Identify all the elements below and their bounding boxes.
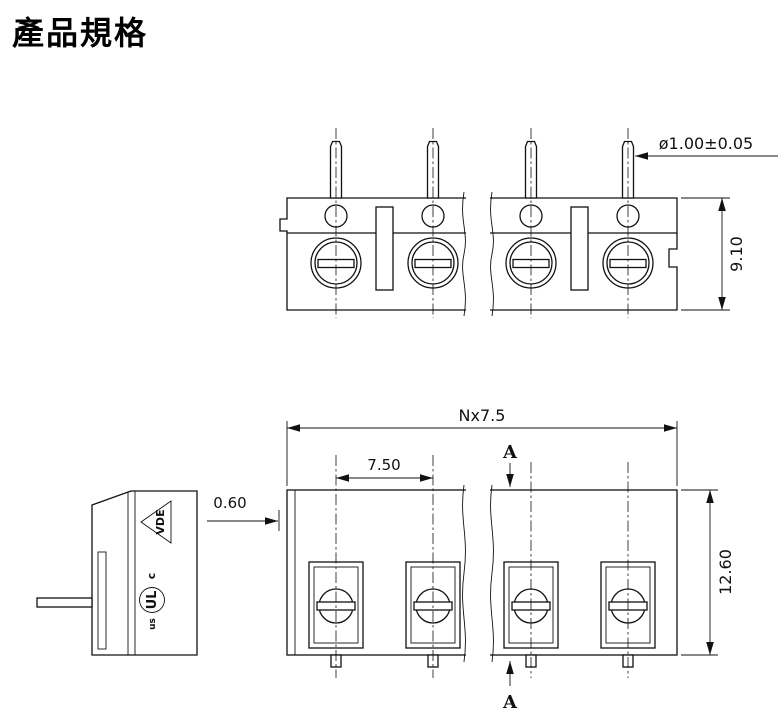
break-line bbox=[462, 191, 466, 317]
top-view bbox=[279, 128, 678, 318]
side-slot bbox=[97, 551, 107, 650]
dim-total-width: Nx7.5 bbox=[286, 406, 678, 486]
vde-triangle bbox=[140, 500, 172, 544]
vde-logo: VDE bbox=[140, 500, 172, 544]
page-title: 產品規格 bbox=[12, 14, 149, 52]
break-line bbox=[462, 484, 466, 663]
dim-pin-diameter-label: ø1.00±0.05 bbox=[659, 134, 753, 153]
ul-logo-text: UL bbox=[145, 591, 160, 610]
dim-pin-diameter: ø1.00±0.05 bbox=[635, 134, 778, 160]
dim-front-height: 12.60 bbox=[681, 489, 735, 656]
dim-total-width-label: Nx7.5 bbox=[459, 406, 506, 425]
dim-wall-label: 0.60 bbox=[213, 494, 246, 512]
top-view-centerlines bbox=[335, 128, 629, 318]
dim-pitch: 7.50 bbox=[336, 456, 433, 482]
section-marker-top: A bbox=[502, 442, 518, 487]
top-view-body-outline bbox=[279, 197, 678, 311]
section-marker-bottom: A bbox=[502, 661, 518, 713]
break-mask bbox=[466, 193, 490, 315]
ul-us-text: us bbox=[148, 618, 158, 630]
section-label-top: A bbox=[502, 442, 518, 463]
side-solder-pin bbox=[36, 597, 93, 608]
break-line bbox=[490, 191, 494, 317]
ul-mark: c UL us bbox=[139, 573, 165, 630]
dim-wall: 0.60 bbox=[207, 494, 280, 531]
top-view-break-lines bbox=[462, 191, 494, 317]
dim-front-height-label: 12.60 bbox=[716, 549, 735, 595]
vde-logo-text: VDE bbox=[154, 509, 167, 534]
top-view-slots bbox=[375, 206, 589, 291]
dim-top-height: 9.10 bbox=[681, 197, 746, 311]
break-mask bbox=[466, 486, 490, 660]
dim-pitch-label: 7.50 bbox=[367, 456, 400, 474]
break-line bbox=[490, 484, 494, 663]
dim-top-height-label: 9.10 bbox=[727, 236, 746, 272]
front-break-lines bbox=[462, 484, 494, 663]
front-view bbox=[286, 455, 678, 678]
front-centerlines bbox=[335, 455, 629, 678]
ul-c-text: c bbox=[145, 573, 158, 580]
ul-circle bbox=[139, 587, 165, 613]
slot bbox=[375, 206, 394, 291]
section-label-bottom: A bbox=[502, 692, 518, 713]
slot bbox=[570, 206, 589, 291]
side-body-outline bbox=[91, 490, 198, 656]
side-view: VDE c UL us bbox=[36, 490, 198, 656]
top-view-pins bbox=[329, 140, 635, 199]
